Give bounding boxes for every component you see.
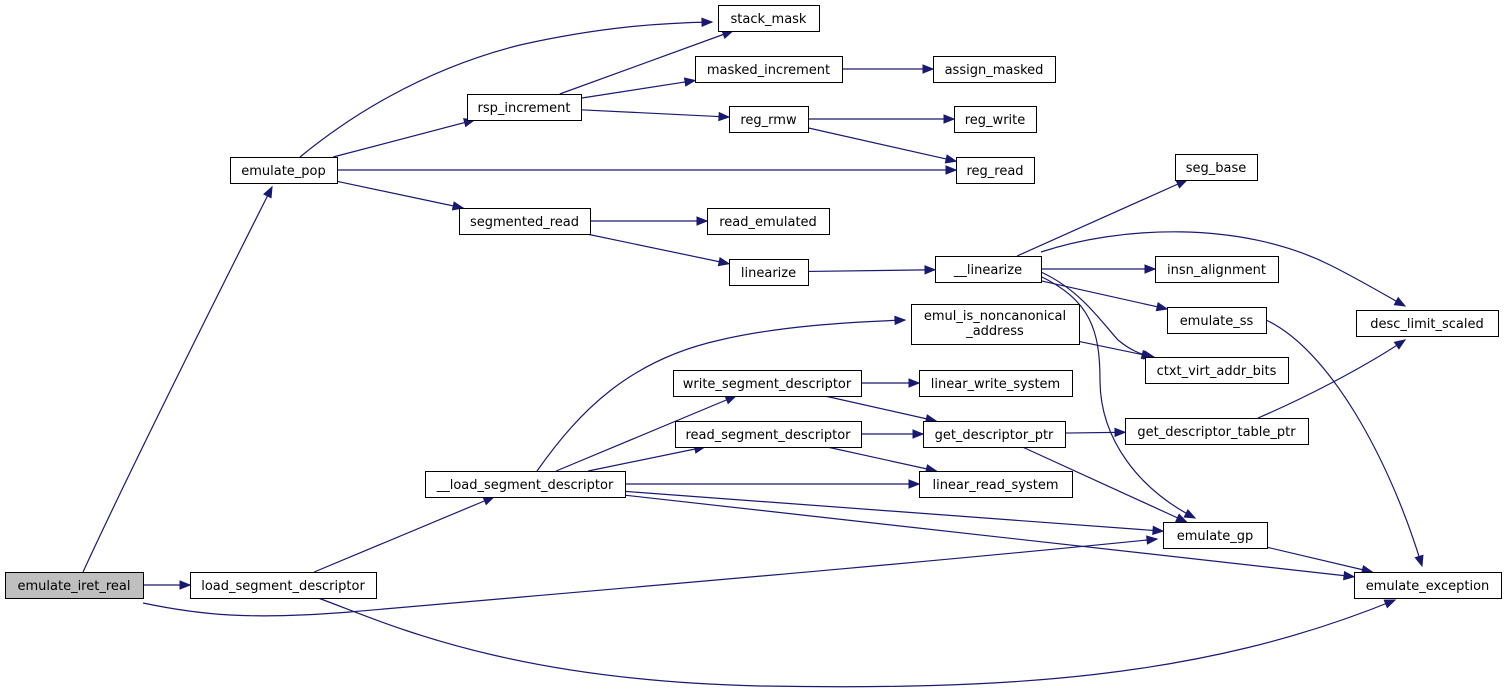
node-label: __linearize: [953, 263, 1022, 278]
node-insn-alignment[interactable]: insn_alignment: [1155, 256, 1279, 283]
node-label: linear_read_system: [932, 478, 1058, 493]
node-label: assign_masked: [945, 63, 1044, 78]
node-load-segment-descriptor[interactable]: load_segment_descriptor: [190, 572, 377, 599]
node-read-segment-descriptor[interactable]: read_segment_descriptor: [675, 421, 862, 448]
edge-reg_rmw-to-reg_read: [807, 127, 958, 164]
node-rsp-increment[interactable]: rsp_increment: [467, 94, 582, 121]
edge-linearize-to-__linearize: [807, 265, 937, 275]
node-reg-write[interactable]: reg_write: [954, 106, 1037, 133]
edge-masked_increment-to-assign_masked: [842, 64, 935, 74]
edge-emulate_pop-to-stack_mask: [299, 17, 714, 158]
edge-emulate_iret_real-to-load_segment_descriptor: [143, 580, 192, 590]
node-label: write_segment_descriptor: [683, 377, 852, 392]
edge-emulate_pop-to-rsp_increment: [332, 118, 476, 158]
edge-__linearize-to-emulate_ss: [1040, 280, 1169, 312]
edge-rsp_increment-to-stack_mask: [559, 30, 735, 95]
node-label: load_segment_descriptor: [201, 579, 365, 594]
edge-segmented_read-to-linearize: [586, 233, 731, 267]
edge-emulate_iret_real-to-emulate_pop: [82, 185, 273, 573]
node-load-segment-descriptor[interactable]: __load_segment_descriptor: [425, 471, 626, 498]
nodes-layer: emulate_iret_real emulate_pop load_segment…: [5, 5, 1502, 599]
node-label: emulate_exception: [1366, 579, 1490, 594]
edge-emulate_iret_real-to-emulate_gp: [142, 535, 1159, 617]
node-label-line2: _address: [965, 324, 1024, 339]
edge-read_segment_descriptor-to-linear_read_system: [827, 446, 938, 474]
edge-__load_segment_descriptor-to-linear_read_system: [625, 479, 921, 489]
edge-read_segment_descriptor-to-get_descriptor_ptr: [861, 429, 925, 439]
node-label: __load_segment_descriptor: [436, 478, 614, 493]
node-label: emulate_pop: [241, 164, 326, 179]
edge-rsp_increment-to-masked_increment: [580, 77, 697, 99]
edge-__linearize-to-insn_alignment: [1041, 264, 1157, 274]
edge-write_segment_descriptor-to-get_descriptor_ptr: [824, 395, 938, 424]
edge-__linearize-to-seg_base: [1016, 179, 1189, 257]
node-label: get_descriptor_ptr: [935, 428, 1054, 443]
edge-emulate_ss-to-emulate_exception: [1265, 319, 1424, 568]
node-label: reg_write: [965, 113, 1026, 128]
node-label: read_emulated: [719, 215, 817, 230]
edge-get_descriptor_ptr-to-emulate_gp: [1022, 446, 1188, 523]
node-linearize[interactable]: __linearize: [935, 256, 1042, 283]
node-label: read_segment_descriptor: [685, 428, 851, 443]
edge-load_segment_descriptor-to-__load_segment_descriptor: [313, 496, 496, 573]
node-emulate-iret-real[interactable]: emulate_iret_real: [5, 572, 144, 599]
node-masked-increment[interactable]: masked_increment: [695, 56, 843, 83]
node-label: get_descriptor_table_ptr: [1137, 425, 1296, 440]
node-get-descriptor-ptr[interactable]: get_descriptor_ptr: [923, 421, 1066, 448]
node-reg-rmw[interactable]: reg_rmw: [729, 106, 809, 133]
node-linear-read-system[interactable]: linear_read_system: [919, 471, 1073, 498]
edge-__load_segment_descriptor-to-emulate_gp: [624, 490, 1165, 536]
edge-rsp_increment-to-reg_rmw: [580, 109, 731, 122]
node-label: segmented_read: [470, 215, 579, 230]
node-label: reg_read: [966, 164, 1023, 179]
node-linear-write-system[interactable]: linear_write_system: [919, 370, 1073, 397]
node-emul-is-noncanonical-address[interactable]: emul_is_noncanonical_address: [911, 304, 1080, 345]
node-segmented-read[interactable]: segmented_read: [459, 208, 591, 235]
edge-emulate_pop-to-segmented_read: [336, 180, 465, 211]
node-label: linear_write_system: [931, 377, 1060, 392]
node-label: emulate_gp: [1177, 529, 1254, 544]
node-label: seg_base: [1186, 161, 1247, 176]
edge-__load_segment_descriptor-to-emulate_exception: [624, 494, 1356, 581]
node-assign-masked[interactable]: assign_masked: [933, 56, 1056, 83]
edge-__linearize-to-desc_limit_scaled: [1040, 231, 1407, 307]
node-emulate-exception[interactable]: emulate_exception: [1354, 572, 1502, 599]
node-desc-limit-scaled[interactable]: desc_limit_scaled: [1356, 310, 1499, 337]
node-write-segment-descriptor[interactable]: write_segment_descriptor: [673, 370, 862, 397]
node-label: emul_is_noncanonical: [924, 309, 1066, 324]
edge-load_segment_descriptor-to-emulate_exception: [317, 597, 1397, 688]
node-label: stack_mask: [731, 12, 807, 27]
node-label: reg_rmw: [740, 113, 797, 128]
node-get-descriptor-table-ptr[interactable]: get_descriptor_table_ptr: [1125, 418, 1309, 445]
edge-reg_rmw-to-reg_write: [808, 114, 956, 124]
edge-write_segment_descriptor-to-linear_write_system: [861, 378, 921, 388]
node-ctxt-virt-addr-bits[interactable]: ctxt_virt_addr_bits: [1145, 357, 1289, 384]
node-label: desc_limit_scaled: [1370, 317, 1484, 332]
node-label: emulate_ss: [1180, 314, 1254, 329]
node-label: ctxt_virt_addr_bits: [1157, 364, 1277, 379]
node-seg-base[interactable]: seg_base: [1175, 154, 1258, 181]
edge-__linearize-to-emulate_gp: [1039, 275, 1197, 519]
edges-layer: [82, 17, 1424, 688]
edge-emulate_pop-to-reg_read: [337, 165, 958, 175]
edge-__load_segment_descriptor-to-emul_is_noncanonical_address: [536, 315, 907, 472]
edge-get_descriptor_table_ptr-to-desc_limit_scaled: [1257, 339, 1407, 419]
node-label: emulate_iret_real: [18, 579, 131, 594]
node-linearize[interactable]: linearize: [729, 259, 809, 286]
node-label: insn_alignment: [1167, 263, 1266, 278]
node-emulate-gp[interactable]: emulate_gp: [1163, 522, 1268, 549]
node-emulate-pop[interactable]: emulate_pop: [230, 157, 338, 184]
edge-segmented_read-to-read_emulated: [590, 216, 709, 226]
node-reg-read[interactable]: reg_read: [956, 157, 1035, 184]
edge-emulate_gp-to-emulate_exception: [1266, 546, 1374, 575]
node-label: masked_increment: [707, 63, 830, 78]
node-stack-mask[interactable]: stack_mask: [718, 5, 820, 32]
node-label: linearize: [741, 266, 796, 281]
edge-get_descriptor_ptr-to-get_descriptor_table_ptr: [1064, 427, 1127, 438]
node-emulate-ss[interactable]: emulate_ss: [1167, 307, 1267, 334]
edge-__load_segment_descriptor-to-read_segment_descriptor: [588, 444, 707, 472]
node-read-emulated[interactable]: read_emulated: [707, 208, 830, 235]
node-label: rsp_increment: [478, 101, 571, 116]
